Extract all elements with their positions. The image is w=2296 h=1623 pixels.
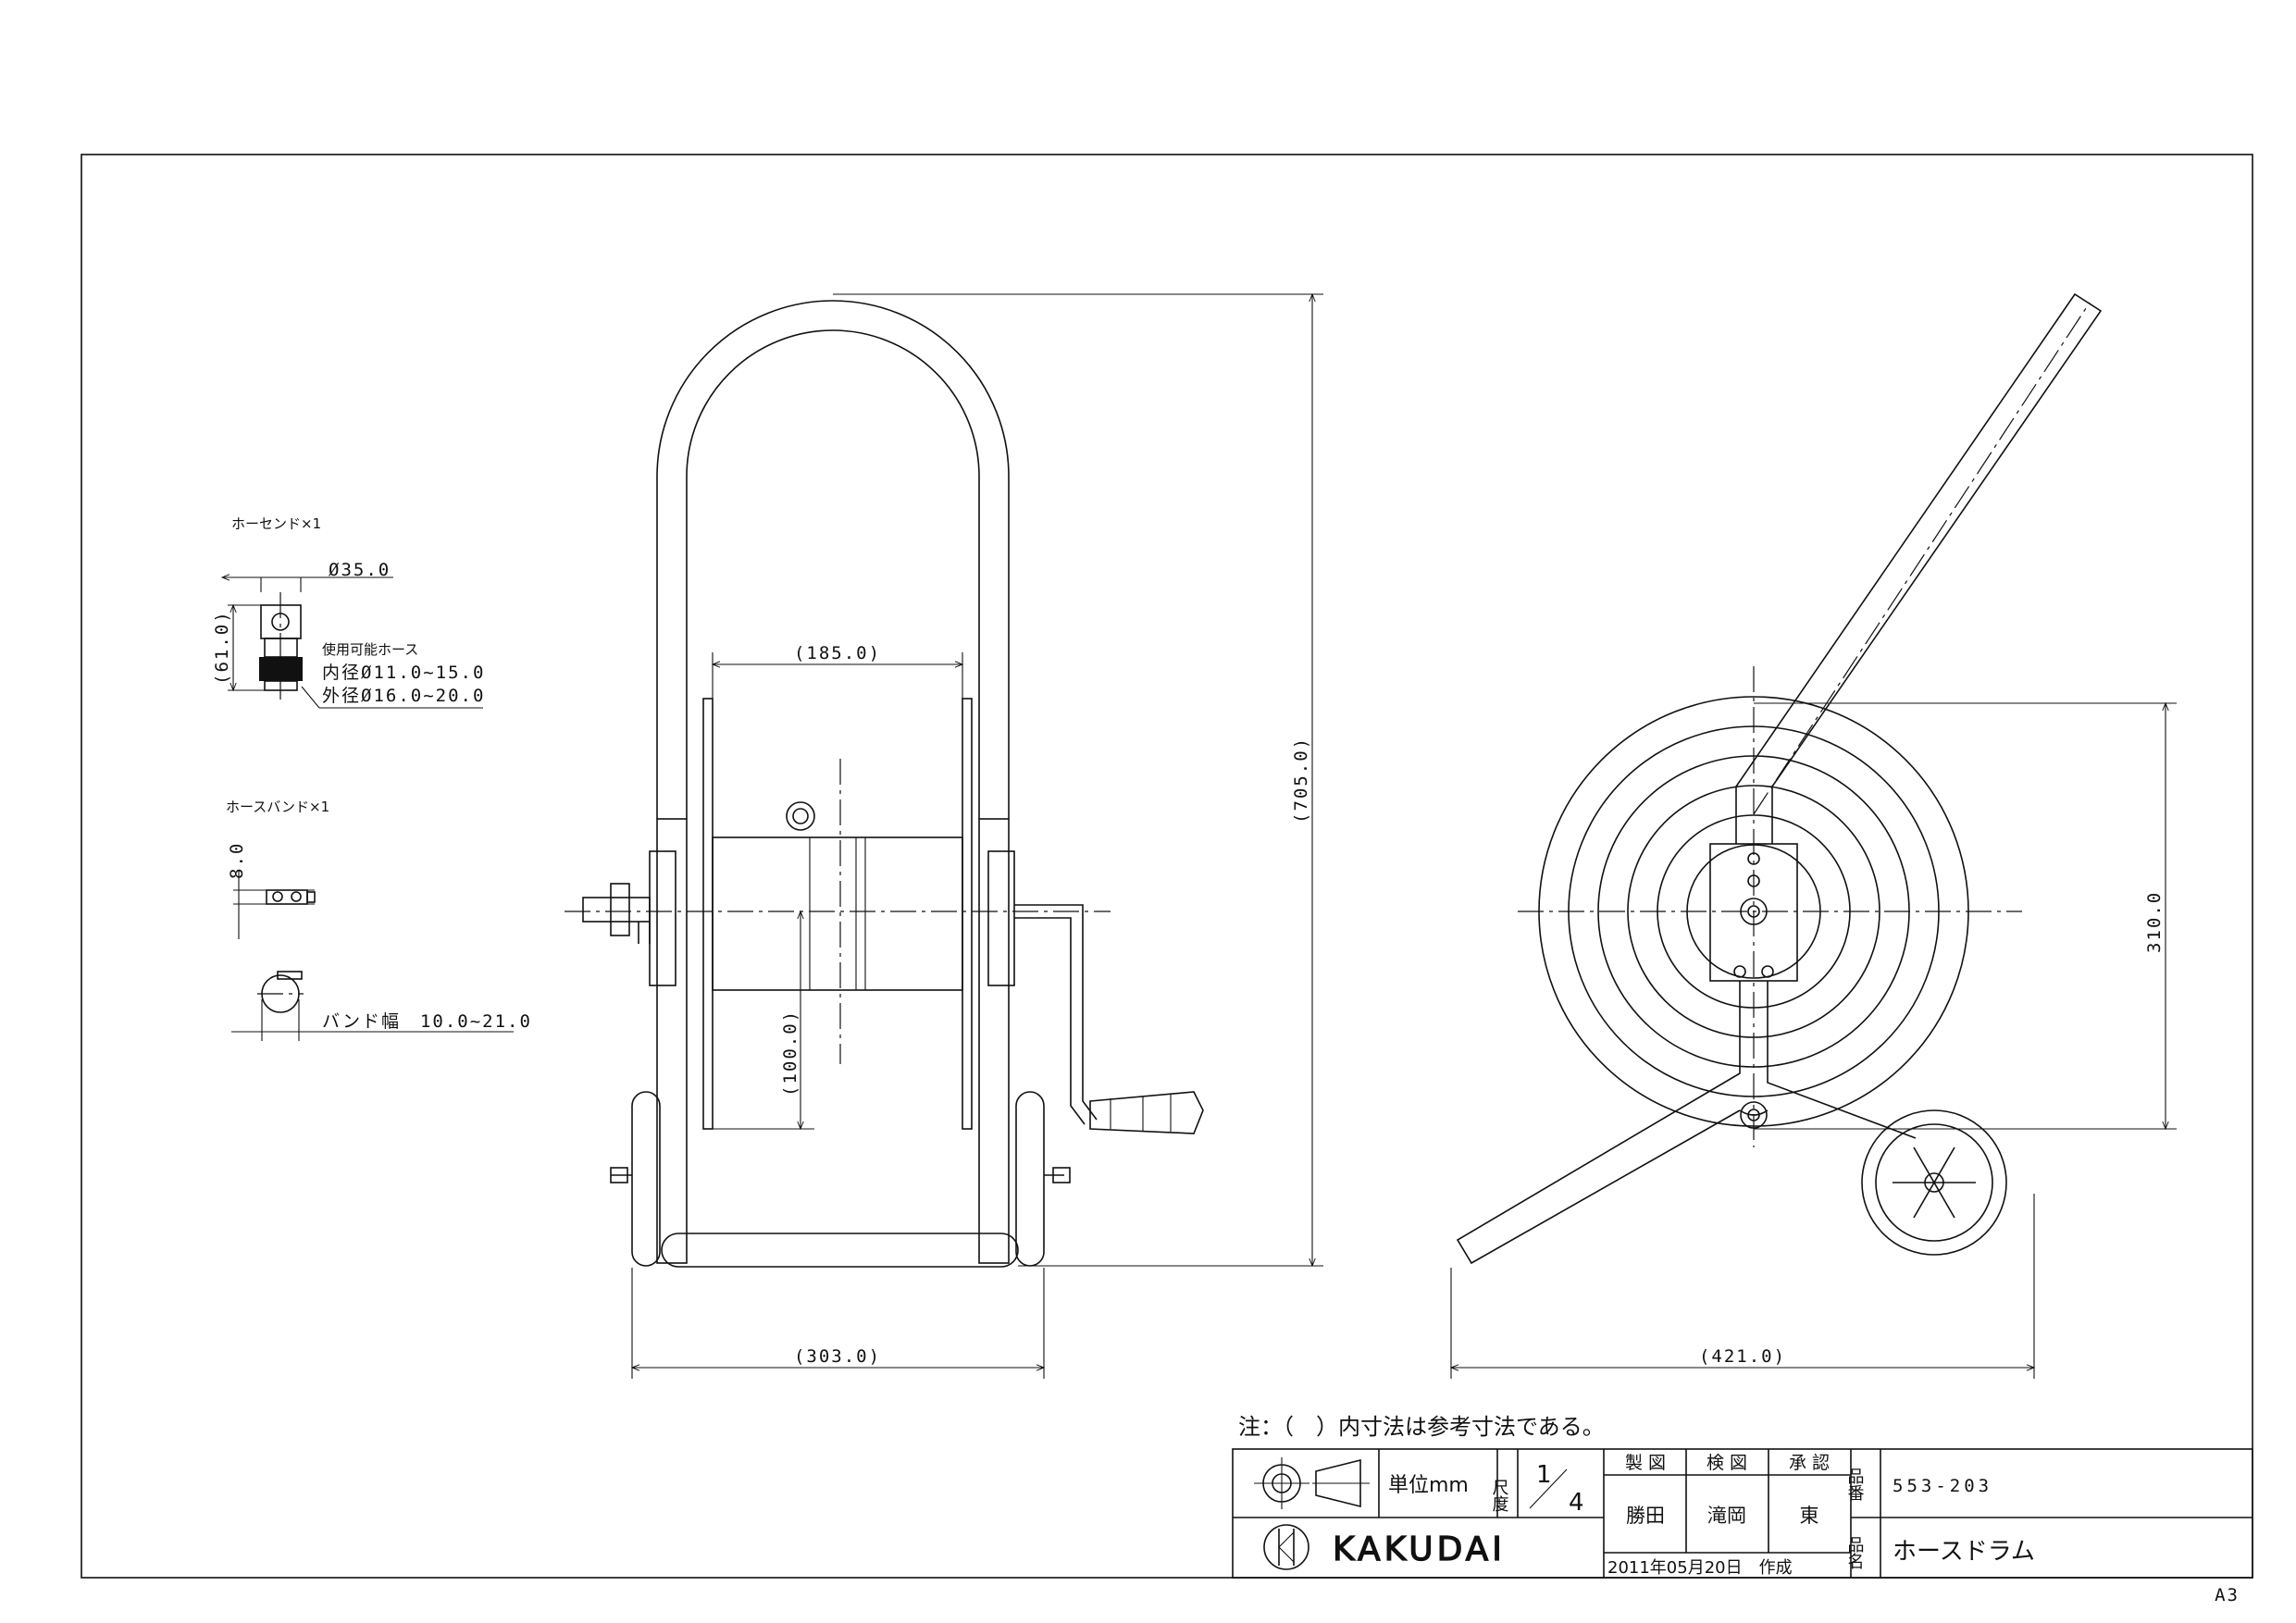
company-name: KAKUDAI bbox=[1333, 1530, 1506, 1568]
hose-band-height: 8.0 bbox=[227, 842, 247, 879]
hose-end-detail: ホーセンド×1 Ø35.0 (61.0) 使用可能ホース 内径Ø11.0~15.… bbox=[212, 515, 485, 709]
scale-label: 尺度 bbox=[1490, 1479, 1509, 1512]
sheet-border bbox=[81, 154, 2253, 1579]
scale-denominator: 4 bbox=[1569, 1489, 1584, 1517]
checked-by-header: 検 図 bbox=[1706, 1453, 1747, 1473]
drawn-by-header: 製 図 bbox=[1625, 1453, 1666, 1473]
checked-by-name: 滝岡 bbox=[1707, 1505, 1746, 1527]
scale-numerator: 1 bbox=[1536, 1461, 1552, 1489]
hose-end-height: (61.0) bbox=[212, 610, 232, 685]
hose-end-title: ホーセンド×1 bbox=[231, 515, 321, 532]
sheet-size-label: A3 bbox=[2215, 1585, 2240, 1605]
drum-width-dim: (185.0) bbox=[794, 643, 881, 663]
title-block: 単位mm 尺度 1 4 製 図 検 図 承 認 勝田 滝岡 東 品番 553-2… bbox=[1232, 1448, 2253, 1579]
creation-date: 2011年05月20日 作成 bbox=[1607, 1558, 1793, 1578]
hose-end-dia: Ø35.0 bbox=[329, 560, 391, 580]
approved-by-header: 承 認 bbox=[1789, 1453, 1830, 1473]
third-angle-projection-icon bbox=[1254, 1457, 1370, 1509]
side-view: 310.0 (421.0) bbox=[1449, 292, 2177, 1379]
part-name-label: 品名 bbox=[1845, 1536, 1865, 1569]
part-number: 553-203 bbox=[1893, 1476, 1992, 1496]
usable-hose-label: 使用可能ホース bbox=[322, 641, 418, 658]
approved-by-name: 東 bbox=[1800, 1505, 1819, 1527]
kakudai-logo bbox=[1263, 1524, 1309, 1570]
front-view: (185.0) (100.0) (705.0) (303.0) bbox=[565, 292, 1323, 1379]
hose-band-width: バンド幅 10.0~21.0 bbox=[322, 1011, 532, 1032]
drum-height-dim: 310.0 bbox=[2144, 891, 2165, 953]
total-height-dim: (705.0) bbox=[1291, 737, 1311, 824]
reference-dim-note: 注：（ ）内寸法は参考寸法である。 bbox=[1238, 1414, 1605, 1440]
drum-radius-dim: (100.0) bbox=[780, 1010, 800, 1096]
part-name: ホースドラム bbox=[1893, 1538, 2035, 1566]
total-length-dim: (421.0) bbox=[1699, 1346, 1786, 1367]
hose-band-detail: ホースバンド×1 8.0 バンド幅 10.0~21.0 bbox=[226, 799, 532, 1041]
hose-inner-dia: 内径Ø11.0~15.0 bbox=[322, 663, 485, 683]
base-width-dim: (303.0) bbox=[794, 1346, 881, 1367]
part-no-label: 品番 bbox=[1845, 1468, 1865, 1501]
drawn-by-name: 勝田 bbox=[1626, 1505, 1665, 1527]
hose-band-title: ホースバンド×1 bbox=[226, 799, 329, 815]
hose-outer-dia: 外径Ø16.0~20.0 bbox=[322, 686, 485, 706]
unit-label: 単位mm bbox=[1388, 1474, 1469, 1497]
